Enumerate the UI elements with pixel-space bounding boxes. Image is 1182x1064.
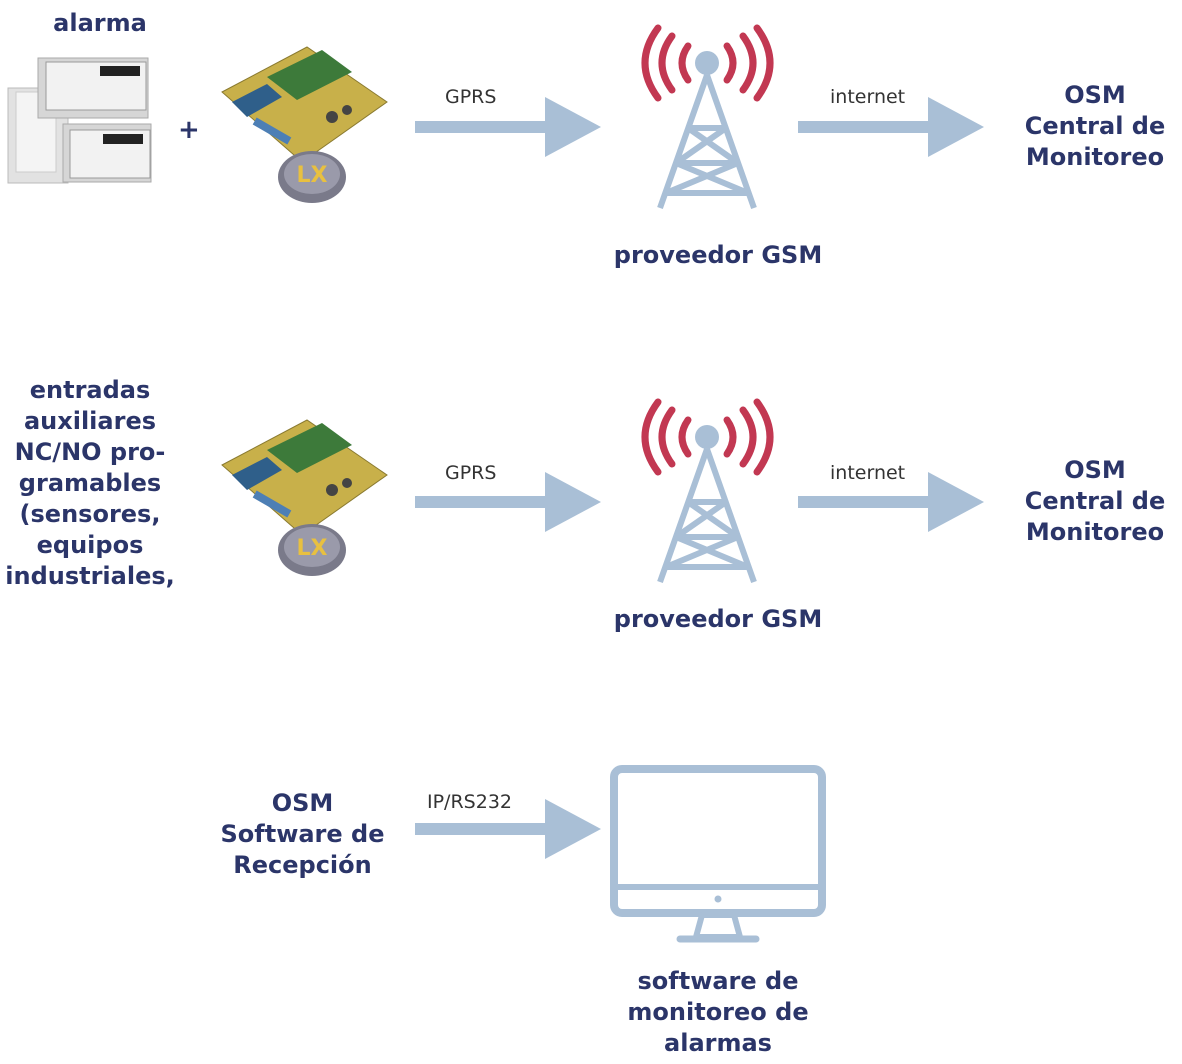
osm-central-2: OSM Central de Monitoreo [1015, 455, 1175, 548]
gprs-label-2: GPRS [445, 462, 497, 484]
ip-rs232-label: IP/RS232 [427, 791, 512, 813]
gsm-board-icon: LX [221, 46, 388, 203]
tower-label-1: proveedor GSM [613, 241, 823, 269]
central-line: Central de [1024, 487, 1166, 515]
osm-line: OSM [1064, 81, 1126, 109]
arrow-internet-1 [798, 97, 984, 157]
arrow-ip-rs232 [415, 799, 601, 859]
aux-inputs-label: entradas auxiliares NC/NO pro- gramables… [5, 376, 175, 590]
tower-icon [641, 398, 774, 583]
plus-sign: + [178, 115, 200, 145]
arrow-gprs-1 [415, 97, 601, 157]
monitoring-software-label: software de monitoreo de alarmas [627, 967, 809, 1057]
internet-label-1: internet [830, 86, 906, 108]
osm-central-1: OSM Central de Monitoreo [1015, 80, 1175, 173]
arrow-internet-2 [798, 472, 984, 532]
internet-label-2: internet [830, 462, 906, 484]
monitor-icon [610, 765, 826, 943]
monitoreo-line: Monitoreo [1025, 143, 1165, 171]
arrow-gprs-2 [415, 472, 601, 532]
gsm-board-icon: LX [221, 419, 388, 576]
monitoreo-line: Monitoreo [1025, 518, 1165, 546]
tower-label-2: proveedor GSM [613, 605, 823, 633]
osm-software-label: OSM Software de Recepción [220, 789, 385, 879]
tower-icon [641, 24, 774, 209]
gprs-label-1: GPRS [445, 86, 497, 108]
central-line: Central de [1024, 112, 1166, 140]
board-badge: LX [297, 536, 328, 561]
board-badge: LX [297, 163, 328, 188]
alarm-label: alarma [53, 9, 147, 37]
alarm-panel-icon [7, 57, 152, 184]
osm-line: OSM [1064, 456, 1126, 484]
